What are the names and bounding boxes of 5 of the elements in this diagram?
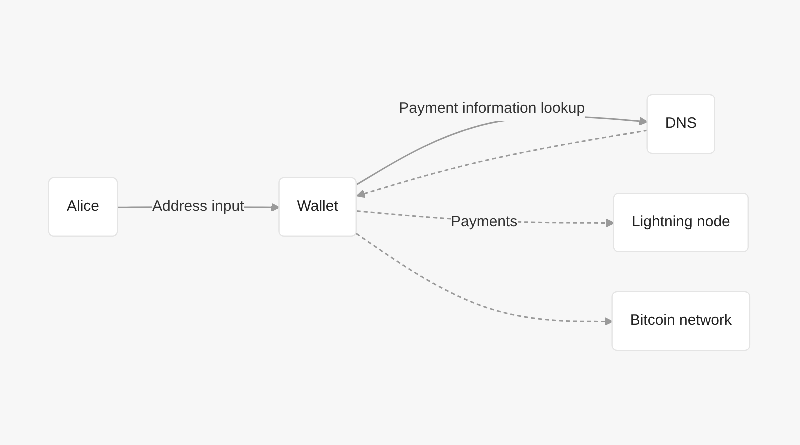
arrow (356, 130, 648, 198)
edge-label: Payments (451, 213, 518, 230)
arrow (356, 232, 614, 326)
edge-label: Payment information lookup (400, 100, 586, 117)
edge-label: Address input (153, 198, 245, 215)
